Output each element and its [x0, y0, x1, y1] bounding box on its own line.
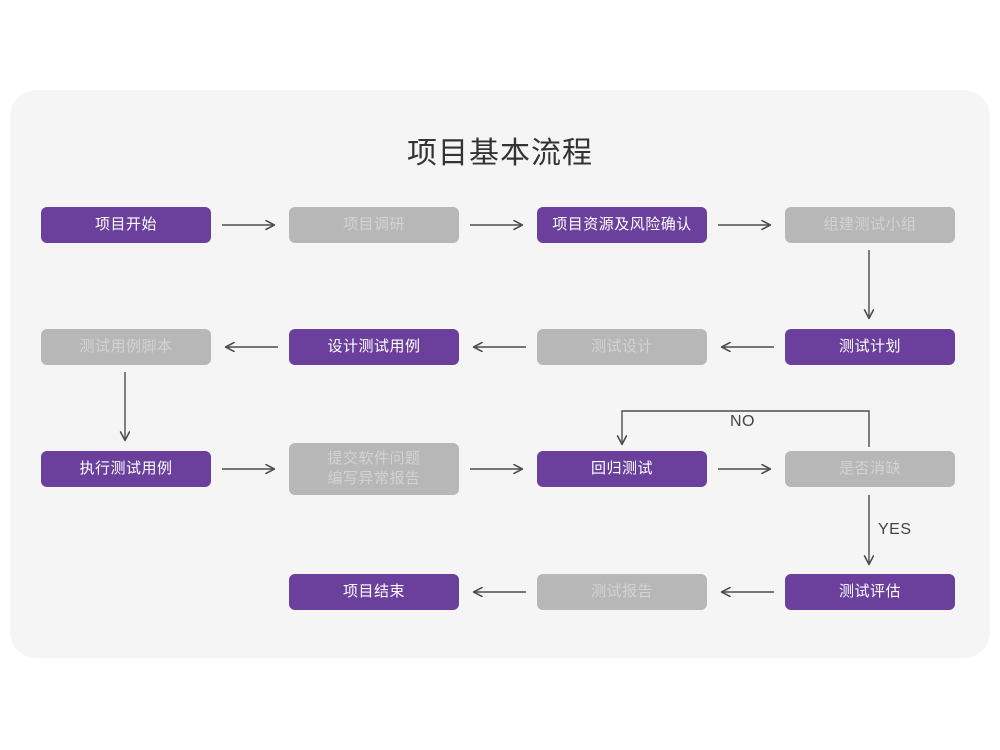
node-submit-issue-report[interactable]: 提交软件问题 编写异常报告 — [289, 443, 459, 495]
node-design-test-cases[interactable]: 设计测试用例 — [289, 329, 459, 365]
node-defect-cleared[interactable]: 是否消缺 — [785, 451, 955, 487]
node-execute-test-cases[interactable]: 执行测试用例 — [41, 451, 211, 487]
node-test-evaluation[interactable]: 测试评估 — [785, 574, 955, 610]
node-form-test-team[interactable]: 组建测试小组 — [785, 207, 955, 243]
node-project-research[interactable]: 项目调研 — [289, 207, 459, 243]
card-panel — [10, 90, 990, 658]
page-title: 项目基本流程 — [407, 137, 593, 170]
edge-label-no: NO — [730, 413, 755, 430]
node-resource-risk-confirm[interactable]: 项目资源及风险确认 — [537, 207, 707, 243]
node-test-design[interactable]: 测试设计 — [537, 329, 707, 365]
node-regression-test[interactable]: 回归测试 — [537, 451, 707, 487]
node-test-case-script[interactable]: 测试用例脚本 — [41, 329, 211, 365]
node-test-report[interactable]: 测试报告 — [537, 574, 707, 610]
edge-label-yes: YES — [878, 521, 912, 538]
node-project-start[interactable]: 项目开始 — [41, 207, 211, 243]
node-test-plan[interactable]: 测试计划 — [785, 329, 955, 365]
node-project-end[interactable]: 项目结束 — [289, 574, 459, 610]
